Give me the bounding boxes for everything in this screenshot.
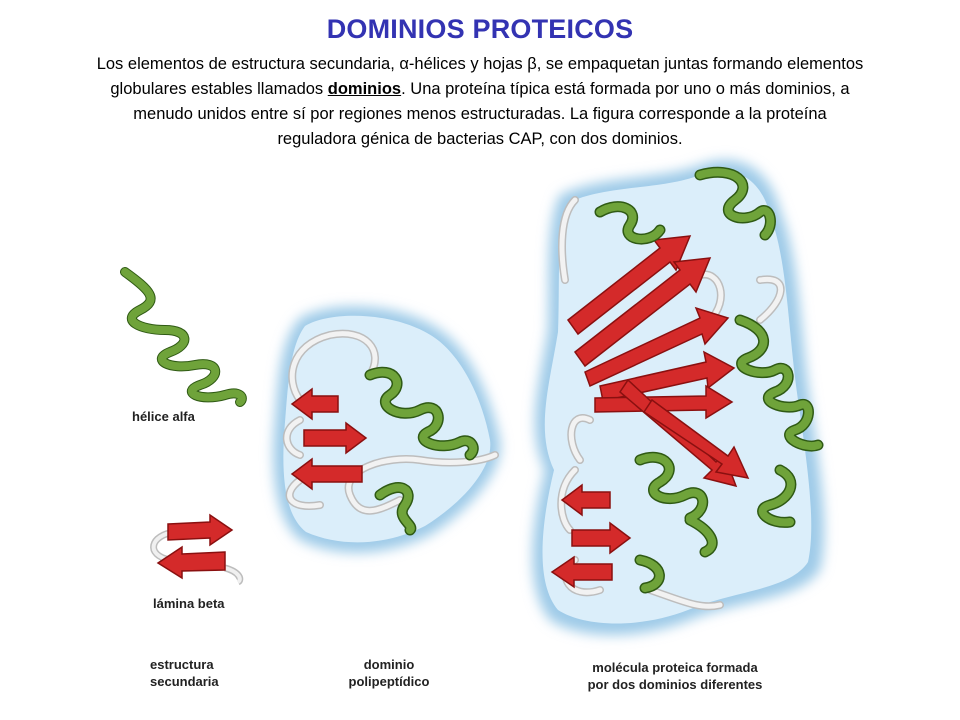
label-text: dominio xyxy=(363,657,415,672)
intro-line-1: Los elementos de estructura secundaria, … xyxy=(18,52,942,77)
beta-strand xyxy=(584,306,730,388)
label-sheet: lámina beta xyxy=(153,595,225,612)
label-text: polipeptídico xyxy=(348,674,430,689)
label-helix: hélice alfa xyxy=(132,408,195,425)
beta-strand xyxy=(571,521,632,555)
label-secondary-structure: estructura secundaria xyxy=(150,656,219,690)
label-text: hélice alfa xyxy=(132,409,195,424)
beta-strand xyxy=(560,483,611,517)
label-text: lámina beta xyxy=(153,596,225,611)
beta-symbol: β xyxy=(527,55,537,73)
intro-text: , se empaquetan juntas formando elemento… xyxy=(536,55,864,73)
label-text: por dos dominios diferentes xyxy=(587,677,763,692)
helix-front xyxy=(596,168,822,592)
label-polypeptide-domain: dominio polipeptídico xyxy=(334,656,444,690)
intro-text: globulares estables llamados xyxy=(110,80,328,98)
label-text: secundaria xyxy=(150,674,219,689)
keyword-dominios: dominios xyxy=(327,80,402,98)
intro-text: -hélices y hojas xyxy=(408,55,528,73)
intro-line-2: globulares estables llamados dominios. U… xyxy=(18,77,942,102)
label-text: estructura xyxy=(150,657,214,672)
beta-strand xyxy=(156,545,226,580)
label-molecule: molécula proteica formada por dos domini… xyxy=(572,659,778,693)
intro-line-3: menudo unidos entre sí por regiones meno… xyxy=(133,105,827,123)
coil-loop xyxy=(284,331,498,514)
page-title: DOMINIOS PROTEICOS xyxy=(326,14,634,44)
intro-paragraph: Los elementos de estructura secundaria, … xyxy=(18,52,942,152)
beta-strand xyxy=(642,398,750,480)
beta-sheet xyxy=(150,513,244,586)
coil-loop xyxy=(558,197,784,609)
beta-strand xyxy=(566,235,692,336)
intro-text: Los elementos de estructura secundaria, xyxy=(96,55,400,73)
domain-halo-single xyxy=(273,306,501,553)
beta-strand xyxy=(290,387,339,421)
beta-strand xyxy=(550,555,613,589)
beta-strand xyxy=(167,513,234,547)
helix-front xyxy=(366,368,478,534)
beta-strand xyxy=(594,384,734,420)
polypeptide-domain xyxy=(282,329,499,536)
alpha-symbol: α xyxy=(399,55,409,73)
beta-strand xyxy=(303,421,368,455)
intro-line-4: reguladora génica de bacterias CAP, con … xyxy=(277,130,683,148)
beta-strand xyxy=(290,457,363,491)
label-text: molécula proteica formada xyxy=(592,660,758,675)
alpha-helix xyxy=(120,267,247,407)
intro-text: . Una proteína típica está formada por u… xyxy=(401,80,850,98)
halo-fill xyxy=(283,315,491,543)
beta-strand xyxy=(573,257,712,368)
two-domain-molecule xyxy=(550,166,824,611)
helix-front xyxy=(121,268,246,406)
